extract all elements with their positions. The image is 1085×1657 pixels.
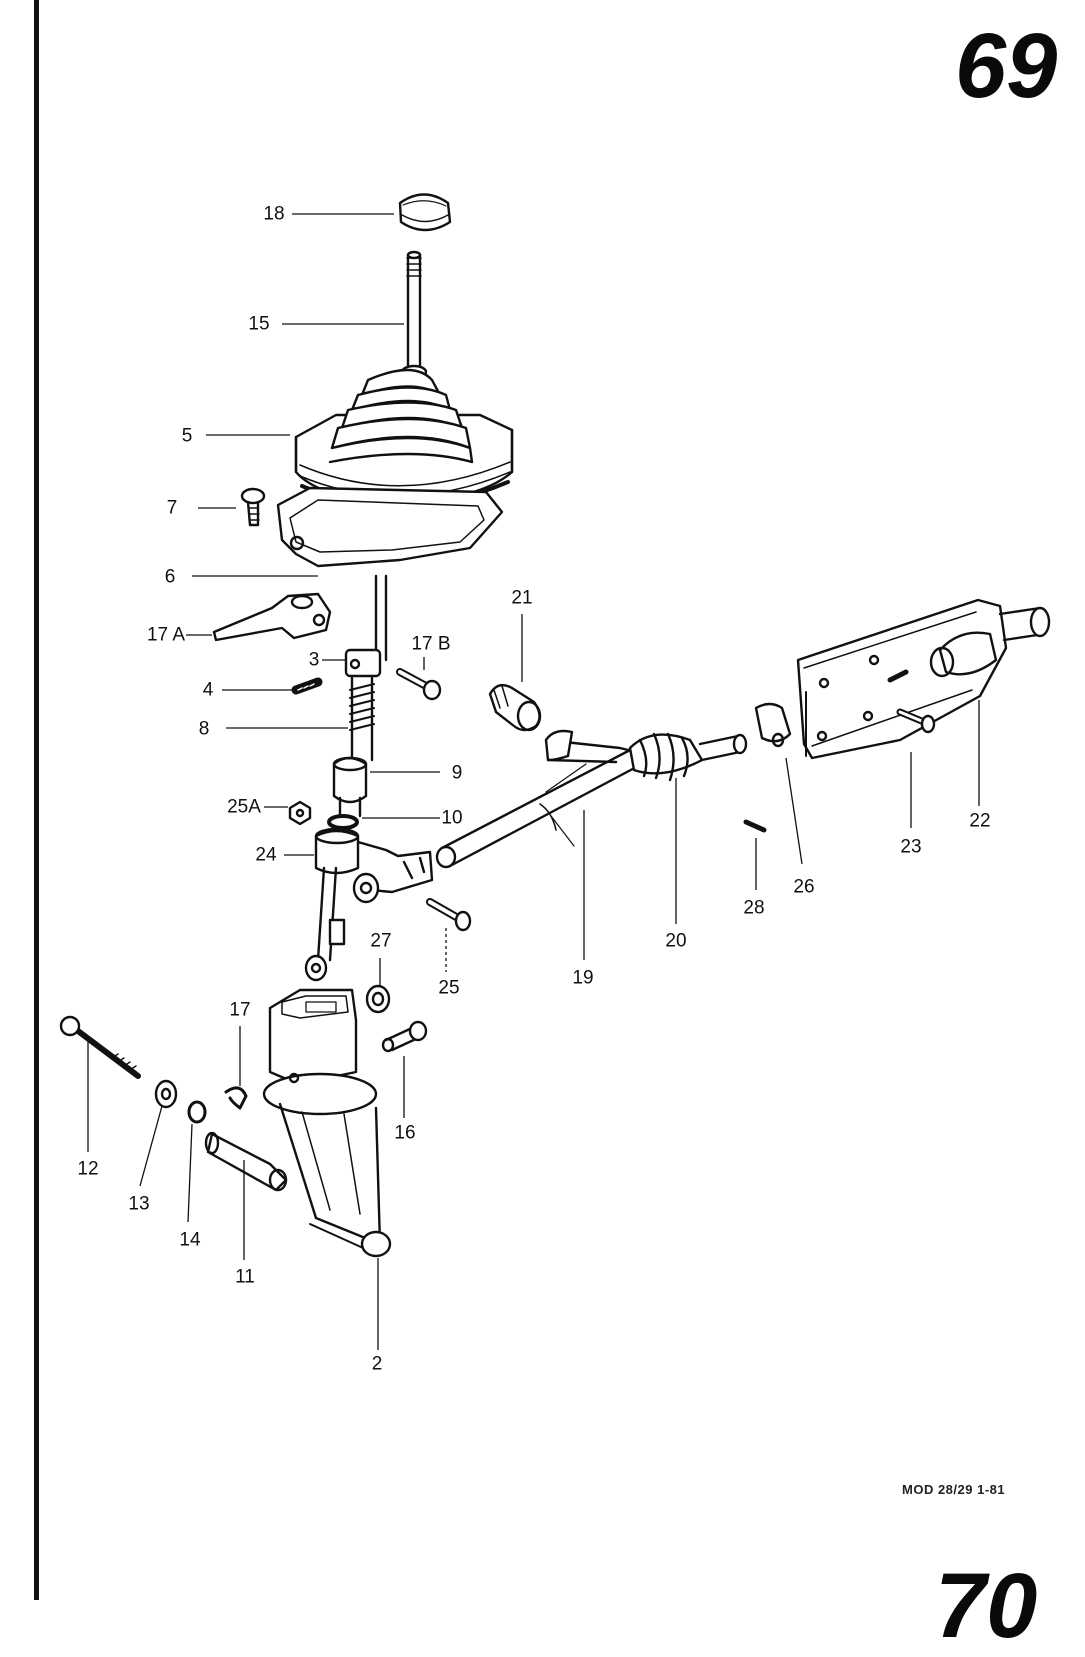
gearshift-exploded-drawing — [59, 193, 1051, 1350]
pin-16-part — [381, 1020, 428, 1053]
callout-6: 6 — [164, 566, 176, 588]
next-page-number: 70 — [935, 1555, 1038, 1657]
callout-8: 8 — [198, 718, 210, 740]
selector-24-part — [304, 827, 434, 982]
page-number: 69 — [955, 15, 1058, 117]
bolt-25-part — [426, 898, 472, 932]
washer-13-part — [154, 1079, 178, 1109]
callout-9: 9 — [451, 762, 463, 784]
callout-2: 2 — [371, 1353, 383, 1375]
clip-17-part — [224, 1086, 248, 1110]
bolt-12-part — [59, 1015, 141, 1079]
callout-19: 19 — [572, 967, 594, 989]
ring-14-part — [187, 1100, 207, 1124]
callout-17a: 17 A — [146, 624, 186, 646]
pin-28-part — [743, 819, 767, 833]
callout-3: 3 — [308, 649, 320, 671]
shift-housing-part — [262, 988, 392, 1258]
callout-26: 26 — [793, 876, 815, 898]
bracket-plate-22-part — [796, 598, 1051, 760]
screw-7-part — [240, 487, 266, 527]
bushing-26-part — [754, 702, 792, 748]
shift-rod-19-part — [435, 729, 644, 869]
coupling-9-part — [332, 756, 368, 818]
callout-20: 20 — [665, 930, 687, 952]
rod-boot-20-part — [628, 732, 748, 782]
sleeve-11-part — [204, 1131, 288, 1192]
callout-12: 12 — [77, 1158, 99, 1180]
ring-10-part — [327, 814, 359, 830]
bracket-17a-part — [212, 592, 332, 642]
binding-margin-line — [34, 0, 39, 1600]
gaiter-boot-part — [294, 368, 514, 509]
callout-25: 25 — [438, 977, 460, 999]
screw-23-part — [896, 708, 936, 734]
callout-13: 13 — [128, 1193, 150, 1215]
callout-22: 22 — [969, 810, 991, 832]
callout-23: 23 — [900, 836, 922, 858]
callout-21: 21 — [511, 587, 533, 609]
bushing-21-part — [488, 683, 542, 732]
callout-10: 10 — [441, 807, 463, 829]
callout-17: 17 — [229, 999, 251, 1021]
knob-part — [398, 193, 452, 232]
shift-shaft-part — [344, 574, 388, 762]
callout-24: 24 — [255, 844, 277, 866]
shift-lever-part — [400, 250, 428, 380]
callout-4: 4 — [202, 679, 214, 701]
callout-7: 7 — [166, 497, 178, 519]
callout-28: 28 — [743, 897, 765, 919]
callout-18: 18 — [263, 203, 285, 225]
callout-14: 14 — [179, 1229, 201, 1251]
callout-27: 27 — [370, 930, 392, 952]
parts-diagram-page: 69 70 MOD 28/29 1-81 — [34, 0, 1058, 1657]
nut-25a-part — [288, 800, 312, 826]
callout-5: 5 — [181, 425, 193, 447]
base-plate-part — [276, 486, 504, 568]
callout-11: 11 — [235, 1266, 255, 1288]
pin-4-part — [291, 677, 323, 695]
bolt-17b-part — [396, 668, 442, 701]
bushing-27-part — [365, 984, 391, 1014]
callout-25a: 25A — [227, 796, 261, 818]
callout-17b: 17 B — [411, 633, 451, 655]
callout-15: 15 — [248, 313, 270, 335]
callout-16: 16 — [394, 1122, 416, 1144]
model-code: MOD 28/29 1-81 — [902, 1482, 1006, 1497]
